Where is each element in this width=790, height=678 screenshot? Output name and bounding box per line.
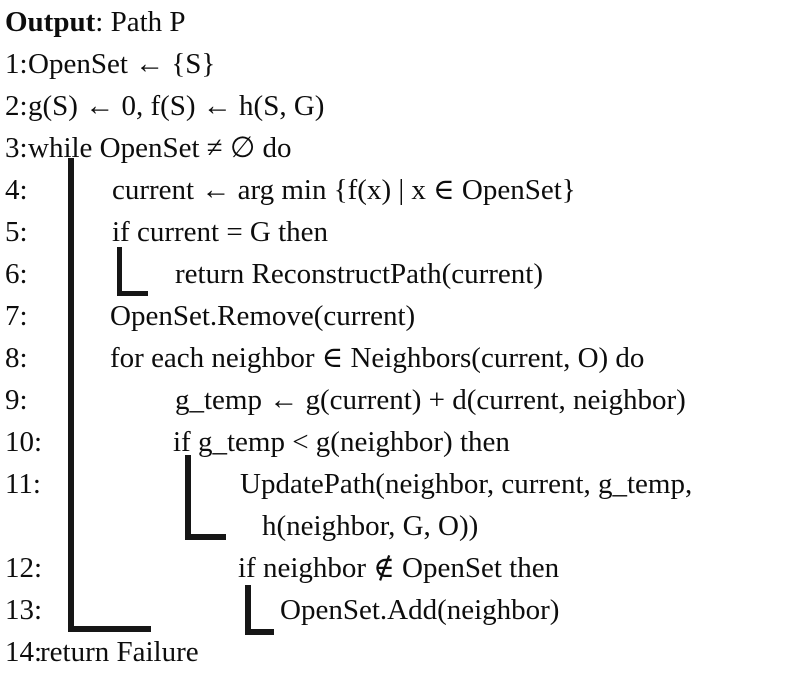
- code-line: 7: OpenSet.Remove(current): [0, 295, 790, 337]
- if-current-scope-bracket: [117, 247, 148, 296]
- code-line: 9: g_temp ← g(current) + d(current, neigh…: [0, 379, 790, 421]
- code-text: UpdatePath(neighbor, current, g_temp,: [240, 468, 693, 500]
- line-number: 12:: [5, 552, 43, 584]
- line-number: 3:: [5, 132, 28, 164]
- code-line: 6: return ReconstructPath(current): [0, 253, 790, 295]
- code-text: h(neighbor, G, O)): [262, 510, 479, 542]
- output-label: Output: Path P: [5, 1, 186, 43]
- code-line: 10: if g_temp < g(neighbor) then: [0, 421, 790, 463]
- code-line: 12: if neighbor ∉ OpenSet then: [0, 547, 790, 589]
- code-line: h(neighbor, G, O)): [0, 505, 790, 547]
- code-line: 5: if current = G then: [0, 211, 790, 253]
- code-text: OpenSet.Remove(current): [110, 300, 416, 332]
- code-text: current ← arg min {f(x) | x ∈ OpenSet}: [112, 174, 576, 206]
- code-text: OpenSet ← {S}: [28, 48, 216, 80]
- code-text: g(S) ← 0, f(S) ← h(S, G): [28, 90, 325, 122]
- output-rest: : Path P: [95, 6, 186, 38]
- code-text: return Failure: [40, 636, 199, 668]
- line-number: 7:: [5, 300, 28, 332]
- code-line: 14:return Failure: [0, 631, 790, 673]
- line-number: 9:: [5, 384, 28, 416]
- code-text: for each neighbor ∈ Neighbors(current, O…: [110, 342, 645, 374]
- line-number: 2:: [5, 90, 28, 122]
- code-text: OpenSet.Add(neighbor): [280, 594, 560, 626]
- code-line: 11: UpdatePath(neighbor, current, g_temp,: [0, 463, 790, 505]
- code-line: 8: for each neighbor ∈ Neighbors(current,…: [0, 337, 790, 379]
- code-text: if neighbor ∉ OpenSet then: [238, 552, 560, 584]
- line-number: 13:: [5, 594, 43, 626]
- line-number: 11:: [5, 468, 41, 500]
- code-line: 4: current ← arg min {f(x) | x ∈ OpenSet}: [0, 169, 790, 211]
- if-neighbor-scope-bracket: [245, 585, 274, 635]
- line-number: 8:: [5, 342, 28, 374]
- code-text: return ReconstructPath(current): [175, 258, 543, 290]
- code-text: if current = G then: [112, 216, 329, 248]
- output-line: Output: Path P: [0, 1, 790, 43]
- code-text: g_temp ← g(current) + d(current, neighbo…: [175, 384, 686, 416]
- code-text: if g_temp < g(neighbor) then: [173, 426, 510, 458]
- line-number: 5:: [5, 216, 28, 248]
- if-gtemp-scope-bracket: [185, 455, 226, 540]
- code-line: 2:g(S) ← 0, f(S) ← h(S, G): [0, 85, 790, 127]
- code-line: 1:OpenSet ← {S}: [0, 43, 790, 85]
- line-number: 10:: [5, 426, 43, 458]
- line-number: 4:: [5, 174, 28, 206]
- line-number: 1:: [5, 48, 28, 80]
- line-number: 14:: [5, 636, 43, 668]
- code-line: 13: OpenSet.Add(neighbor): [0, 589, 790, 631]
- while-scope-bracket: [68, 158, 151, 632]
- line-number: 6:: [5, 258, 28, 290]
- output-keyword: Output: [5, 6, 96, 38]
